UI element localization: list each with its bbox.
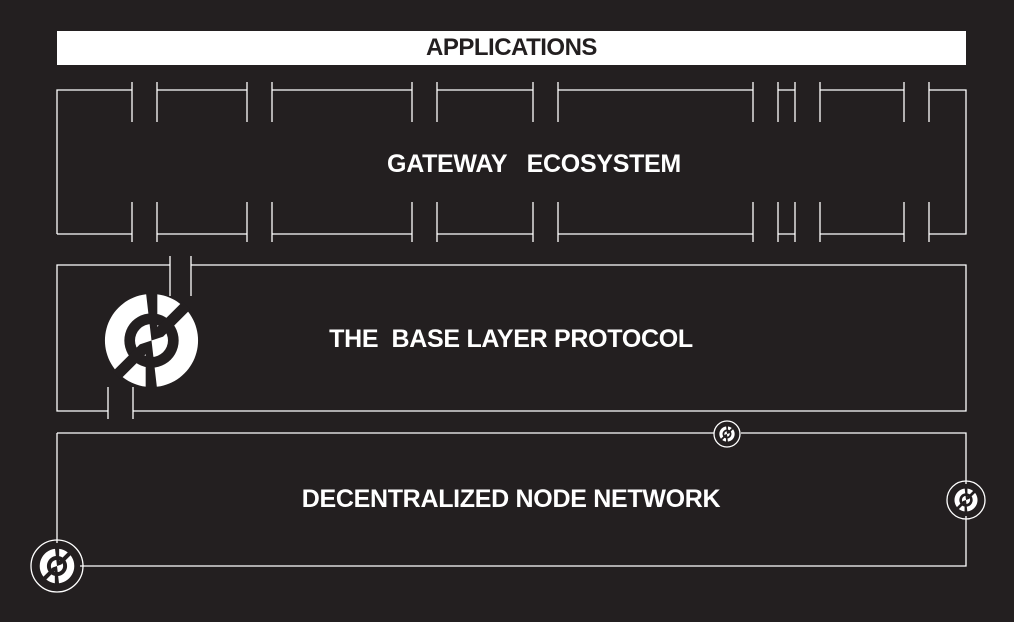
applications-layer: APPLICATIONS (57, 31, 966, 65)
node-logo-icon-top (719, 426, 735, 442)
node-network-label: DECENTRALIZED NODE NETWORK (301, 485, 721, 513)
node-logo-icon-bottom-left (39, 548, 75, 584)
node-logo-icon-right (954, 488, 978, 512)
gateway-ecosystem-label: GATEWAY ECOSYSTEM (387, 150, 681, 178)
base-layer-label: THE BASE LAYER PROTOCOL (329, 325, 693, 353)
split-ring-logo-icon (104, 292, 199, 389)
applications-label: APPLICATIONS (426, 34, 597, 61)
